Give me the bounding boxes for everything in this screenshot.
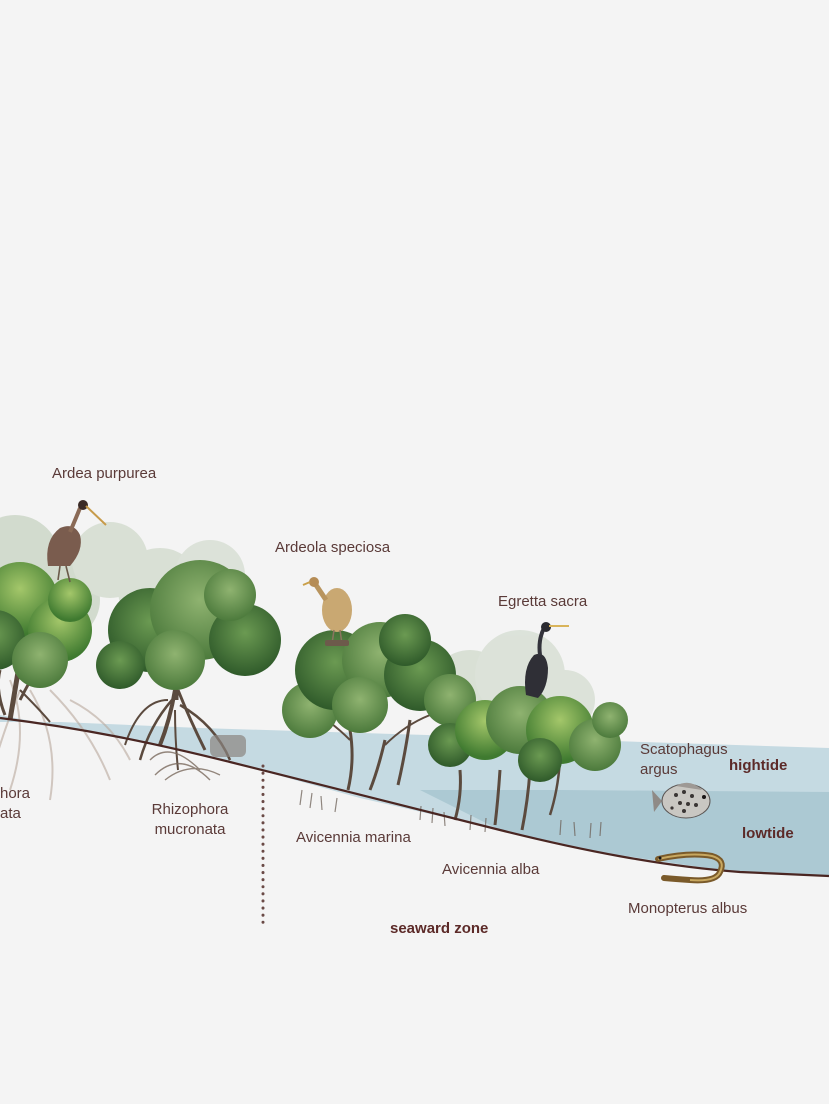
rhizophora-tree-left xyxy=(0,562,92,722)
label-ardea-purpurea: Ardea purpurea xyxy=(52,464,156,484)
label-rhizophora-mucronata-line2: mucronata xyxy=(155,820,226,840)
label-monopterus-albus: Monopterus albus xyxy=(628,899,747,919)
label-seaward-zone: seaward zone xyxy=(390,919,488,939)
label-avicennia-marina: Avicennia marina xyxy=(296,828,411,848)
label-hightide: hightide xyxy=(729,756,787,776)
label-lowtide: lowtide xyxy=(742,824,794,844)
label-scatophagus-line2: argus xyxy=(640,760,678,780)
label-avicennia-alba: Avicennia alba xyxy=(442,860,539,880)
label-ardeola-speciosa: Ardeola speciosa xyxy=(275,538,390,558)
label-rhizophora-partial-line2: ata xyxy=(0,804,21,824)
label-rhizophora-partial-line1: hora xyxy=(0,784,30,804)
label-scatophagus-line1: Scatophagus xyxy=(640,740,728,760)
label-egretta-sacra: Egretta sacra xyxy=(498,592,587,612)
label-rhizophora-mucronata-line1: Rhizophora xyxy=(152,800,229,820)
